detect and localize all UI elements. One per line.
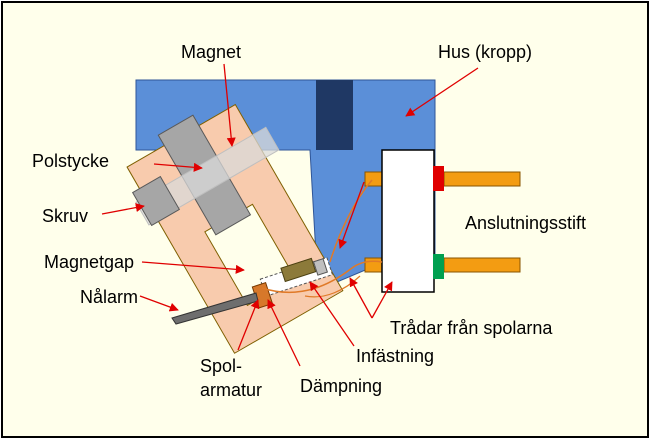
connector-block — [381, 149, 435, 293]
damper — [280, 257, 317, 283]
arrow-spolarmatur — [237, 299, 260, 351]
arrow-hus — [405, 67, 479, 117]
label-hus: Hus (kropp) — [438, 42, 532, 62]
arrow-polstycke — [153, 162, 203, 172]
stylus-tip — [172, 316, 180, 332]
label-tradar: Trådar från spolarna — [390, 318, 553, 338]
label-dampning: Dämpning — [300, 376, 382, 396]
label-nalarm: Nålarm — [80, 287, 138, 307]
arrow-nalarm — [139, 295, 179, 312]
pin-red-collar — [433, 166, 444, 191]
label-skruv: Skruv — [42, 206, 88, 226]
arrow-magnet — [223, 63, 236, 147]
pin-right-bottom — [443, 257, 521, 273]
label-infastning: Infästning — [356, 346, 434, 366]
label-spol-line2: armatur — [200, 380, 262, 400]
arrow-skruv — [101, 203, 145, 215]
coil-wire-2 — [329, 179, 373, 263]
attachment-block — [312, 258, 329, 276]
armature-group — [251, 256, 334, 309]
arrow-tradar-2 — [371, 281, 393, 319]
label-spol-line1: Spol- — [200, 356, 242, 376]
label-anslutningsstift: Anslutningsstift — [465, 213, 586, 233]
label-magnetgap: Magnetgap — [44, 252, 134, 272]
arrow-tradar-1 — [349, 277, 373, 319]
label-magnet: Magnet — [181, 42, 241, 62]
arrow-tradar-3 — [338, 181, 365, 249]
pin-right-top — [443, 171, 521, 187]
label-polstycke: Polstycke — [32, 151, 109, 171]
arrow-infastning — [309, 281, 355, 347]
pin-green-collar — [433, 254, 444, 279]
housing-slot — [316, 80, 353, 150]
arrow-dampning — [267, 299, 301, 367]
arrow-magnetgap — [141, 261, 245, 274]
coil-wire-1 — [261, 260, 383, 294]
